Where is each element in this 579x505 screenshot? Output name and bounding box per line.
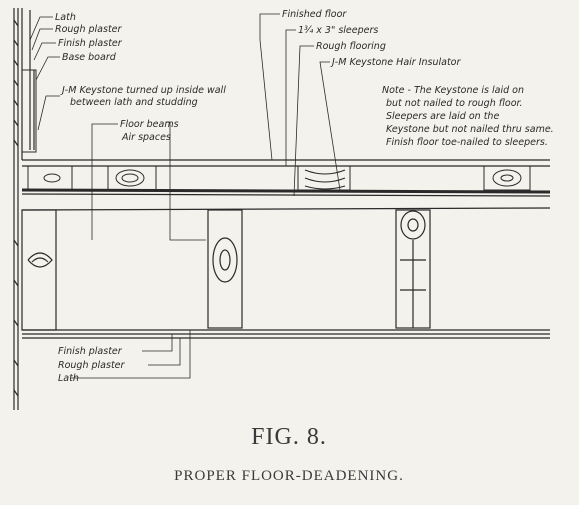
label-keystone-wall-1: J-M Keystone turned up inside wall xyxy=(60,85,226,96)
note-line-3: Sleepers are laid on the xyxy=(386,111,499,122)
left-wall xyxy=(13,8,35,410)
note-line-1: Note - The Keystone is laid on xyxy=(382,85,524,96)
label-lath-bottom: Lath xyxy=(58,373,79,384)
label-rough-flooring: Rough flooring xyxy=(316,41,386,52)
leader-lines xyxy=(29,13,341,379)
label-rough-plaster-top: Rough plaster xyxy=(55,24,123,35)
hair-insulator xyxy=(21,188,551,194)
label-base-board: Base board xyxy=(62,52,117,63)
figure-number: FIG. 8. xyxy=(251,424,327,450)
figure-title: PROPER FLOOR-DEADENING. xyxy=(174,468,404,484)
label-finish-plaster-bottom: Finish plaster xyxy=(58,346,123,357)
note-line-2: but not nailed to rough floor. xyxy=(386,98,523,109)
note-line-4: Keystone but not nailed thru same. xyxy=(386,124,554,135)
rough-flooring xyxy=(21,193,551,211)
label-rough-plaster-bottom: Rough plaster xyxy=(58,360,126,371)
label-finished-floor: Finished floor xyxy=(282,9,347,20)
label-keystone-wall-2: between lath and studding xyxy=(70,97,198,108)
label-lath-top: Lath xyxy=(55,12,76,23)
label-sleepers: 1¾ x 3" sleepers xyxy=(298,25,378,36)
label-floor-beams: Floor beams xyxy=(120,119,179,130)
floor-beams xyxy=(21,209,431,331)
note-line-5: Finish floor toe-nailed to sleepers. xyxy=(386,137,548,148)
label-air-spaces: Air spaces xyxy=(121,132,171,143)
ceiling xyxy=(22,329,550,339)
sleepers xyxy=(27,165,531,191)
base-board xyxy=(21,69,37,153)
label-finish-plaster-top: Finish plaster xyxy=(58,38,123,49)
diagram-labels: Lath Rough plaster Finish plaster Base b… xyxy=(55,9,554,384)
label-hair-insulator: J-M Keystone Hair Insulator xyxy=(330,57,461,68)
